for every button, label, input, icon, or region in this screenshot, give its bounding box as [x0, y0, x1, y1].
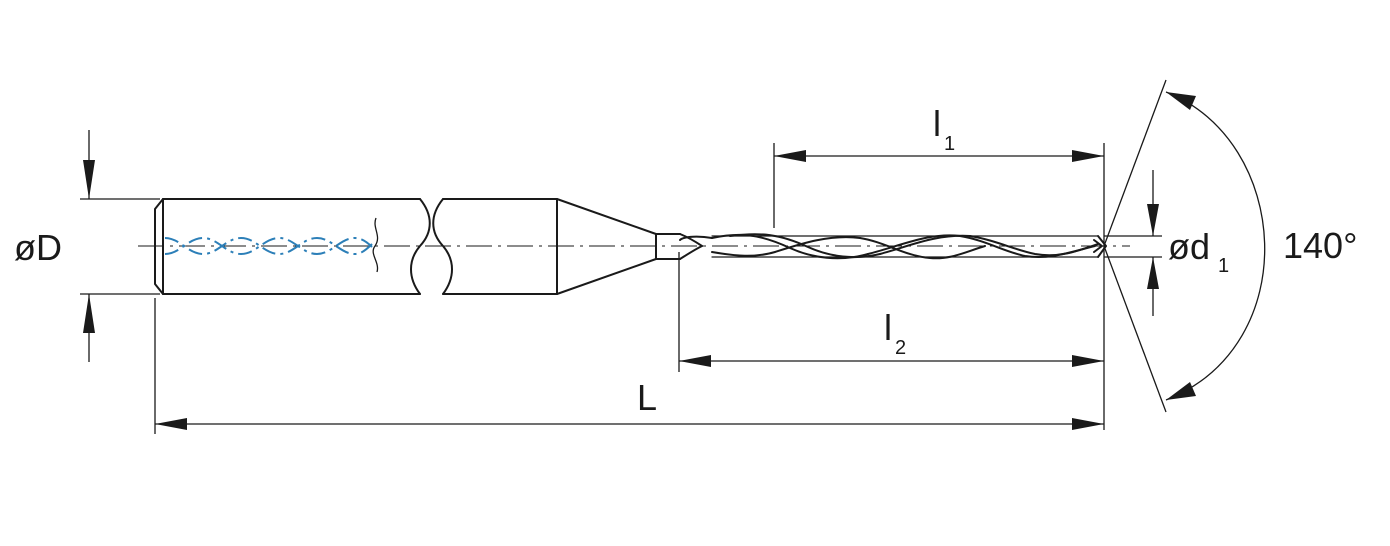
point-angle-ray-bottom — [1103, 245, 1167, 413]
shank-diameter-arrow-top — [83, 160, 95, 199]
flute-edge-low-1 — [711, 236, 861, 257]
overall-length-label: L — [637, 377, 657, 418]
flute-land-3b — [969, 235, 1099, 257]
usable-length-subscript: 2 — [895, 337, 906, 359]
dimension-point-angle: 140° — [1103, 79, 1357, 413]
dimension-flute-length: l 1 — [773, 103, 1105, 430]
taper-neck — [556, 198, 681, 295]
overall-length-arrow-right — [1072, 418, 1104, 430]
tip-diameter-subscript: 1 — [1218, 255, 1229, 277]
drill-tip-cutting-edge — [1093, 239, 1103, 253]
dimension-shank-diameter: øD — [14, 130, 160, 362]
taper-bottom — [556, 258, 681, 295]
shank-diameter-arrow-bottom — [83, 294, 95, 333]
flute-start-bottom — [679, 245, 703, 260]
dimension-overall-length: L — [154, 298, 1104, 434]
flute-length-arrow-left — [774, 150, 806, 162]
drill-tip — [1097, 235, 1107, 258]
flute-length-label: l — [933, 103, 941, 144]
break-line-right — [432, 198, 453, 295]
overall-length-arrow-left — [155, 418, 187, 430]
flute-start-top — [679, 233, 703, 247]
point-angle-arrow-bottom — [1166, 382, 1196, 400]
break-line-left — [410, 198, 431, 295]
dimension-tip-diameter: ød 1 — [1104, 170, 1229, 316]
flute-runout — [679, 235, 713, 241]
taper-top — [556, 198, 681, 235]
shank-chamfer-end — [154, 198, 164, 295]
tip-diameter-arrow-bottom — [1147, 257, 1159, 289]
coolant-break-mark — [372, 217, 379, 273]
usable-length-label: l — [884, 307, 892, 348]
flute-length-subscript: 1 — [944, 133, 955, 155]
coolant-channels — [164, 236, 373, 256]
shank — [154, 198, 558, 295]
shank-continuation — [442, 198, 558, 295]
coolant-channel-b — [164, 236, 373, 256]
point-angle-arc — [1165, 91, 1266, 401]
coolant-channel-a — [164, 236, 373, 256]
usable-length-arrow-left — [679, 355, 711, 367]
point-angle-label: 140° — [1283, 225, 1357, 266]
dimension-usable-length: l 2 — [678, 252, 1104, 372]
shank-diameter-label: øD — [14, 227, 62, 268]
flute-edge-low-2 — [859, 237, 986, 260]
usable-length-arrow-right — [1072, 355, 1104, 367]
point-angle-ray-top — [1103, 79, 1167, 247]
flute-length-arrow-right — [1072, 150, 1104, 162]
point-angle-arrow-top — [1166, 92, 1196, 110]
fluted-body — [679, 233, 1107, 260]
tip-diameter-label: ød — [1168, 226, 1210, 267]
tip-diameter-arrow-top — [1147, 204, 1159, 236]
